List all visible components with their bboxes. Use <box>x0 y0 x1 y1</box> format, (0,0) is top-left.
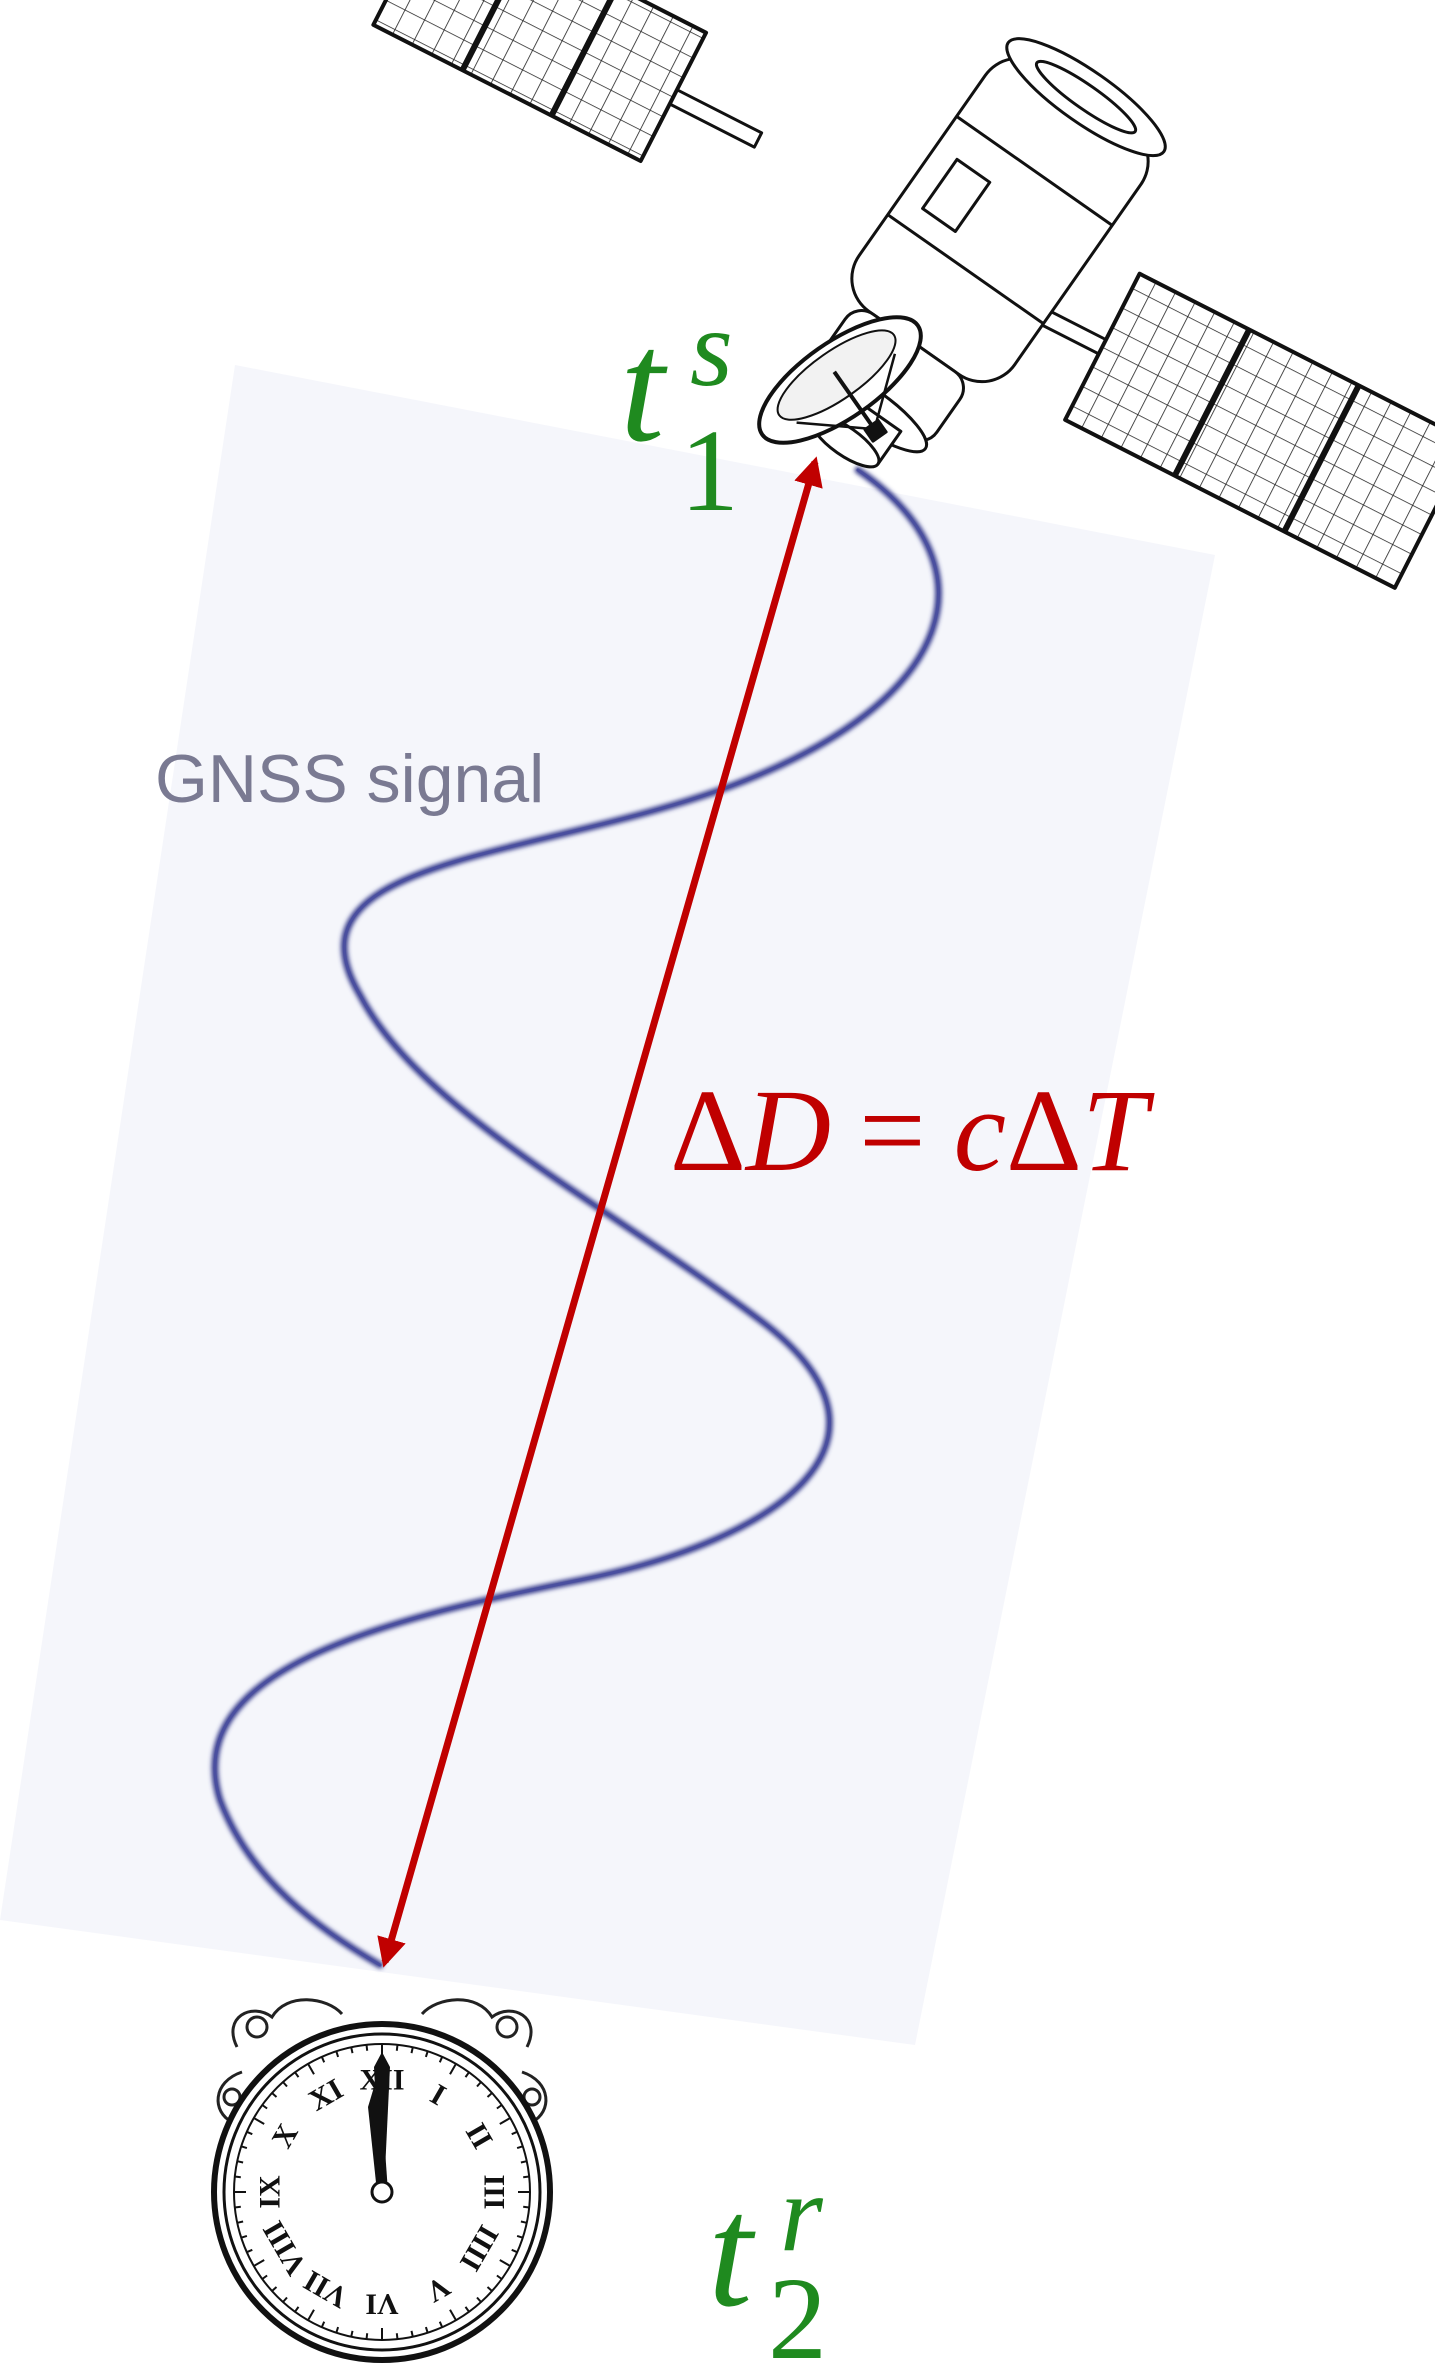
clock-icon: XIIIIIIIIIIIIVVIVIIVIIIIXXXI <box>211 1998 553 2363</box>
svg-text:r: r <box>780 2152 824 2274</box>
svg-text:2: 2 <box>768 2253 827 2365</box>
svg-text:t: t <box>620 297 668 475</box>
svg-text:1: 1 <box>680 405 739 536</box>
svg-text:s: s <box>690 287 733 409</box>
distance-equation: ΔD=cΔT <box>670 1065 1155 1196</box>
clock-numeral: VI <box>365 2288 398 2321</box>
clock-numeral: IX <box>254 2175 287 2209</box>
svg-text:t: t <box>708 2162 756 2340</box>
receiver-time-label: t r 2 <box>708 2152 827 2365</box>
signal-band <box>0 365 1215 2045</box>
gnss-signal-label: GNSS signal <box>155 741 544 817</box>
clock-numeral: III <box>478 2174 511 2209</box>
satellite-icon <box>371 0 1435 590</box>
distance-arrow <box>377 456 823 1968</box>
satellite-time-label: t s 1 <box>620 287 739 536</box>
